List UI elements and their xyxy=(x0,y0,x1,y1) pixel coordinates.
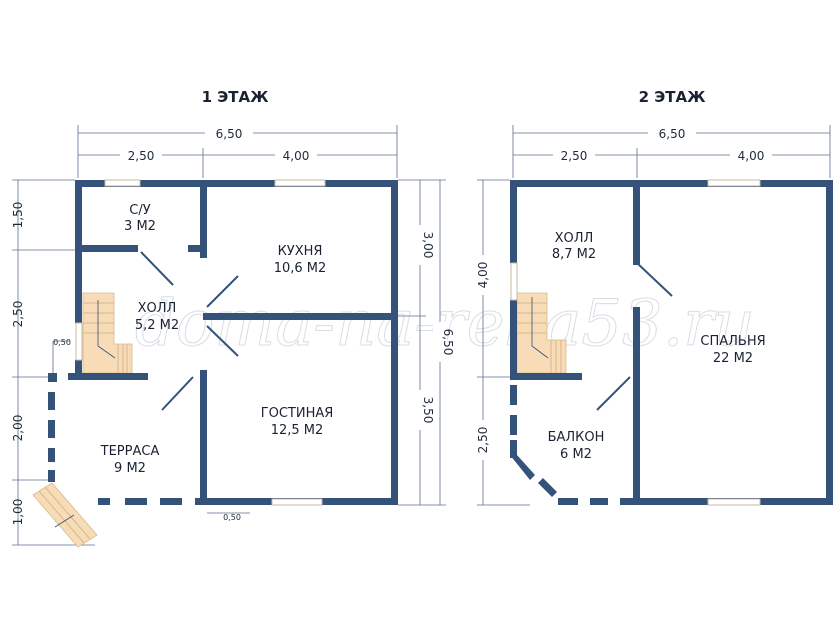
dim-left-4: 1,00 xyxy=(11,499,25,526)
floor-1-dimensions: 6,50 2,50 4,00 1,50 2,50 2,00 1,00 0,50 … xyxy=(11,125,455,546)
room-area: 12,5 М2 xyxy=(271,423,324,438)
room-hall-2: ХОЛЛ 8,7 М2 xyxy=(552,231,596,262)
room-area: 10,6 М2 xyxy=(274,261,327,276)
window xyxy=(510,262,518,301)
room-area: 8,7 М2 xyxy=(552,247,596,262)
room-hall: ХОЛЛ 5,2 М2 xyxy=(135,301,179,333)
floor-1-plan: 1 ЭТАЖ 6,50 2,50 4,00 1,50 2,50 2,00 1,0… xyxy=(11,88,455,548)
dim-left-1: 1,50 xyxy=(11,202,25,229)
room-area: 22 М2 xyxy=(713,351,753,366)
room-name: ТЕРРАСА xyxy=(100,444,160,459)
room-area: 9 М2 xyxy=(114,461,146,476)
room-kitchen: КУХНЯ 10,6 М2 xyxy=(274,244,327,276)
dim-left-2: 2,50 xyxy=(476,427,490,454)
dim-width-right: 4,00 xyxy=(738,149,765,163)
window xyxy=(104,179,141,187)
floor-1-stairs xyxy=(82,292,133,374)
room-balcony: БАЛКОН 6 М2 xyxy=(548,430,605,462)
room-area: 6 М2 xyxy=(560,447,592,462)
room-bedroom: СПАЛЬНЯ 22 М2 xyxy=(700,334,765,366)
dim-right-total: 6,50 xyxy=(441,329,455,356)
dim-left-2: 2,50 xyxy=(11,301,25,328)
dim-total-width: 6,50 xyxy=(216,127,243,141)
room-living: ГОСТИНАЯ 12,5 М2 xyxy=(261,406,334,438)
dim-left-1: 4,00 xyxy=(476,262,490,289)
room-area: 3 М2 xyxy=(124,219,156,234)
dim-total-width: 6,50 xyxy=(659,127,686,141)
dim-width-left: 2,50 xyxy=(561,149,588,163)
room-name: С/У xyxy=(129,203,150,218)
room-name: СПАЛЬНЯ xyxy=(700,334,765,349)
room-name: ХОЛЛ xyxy=(138,301,177,316)
floor-2-plan: 2 ЭТАЖ 6,50 2,50 4,00 4,00 2,50 xyxy=(476,88,833,506)
room-name: БАЛКОН xyxy=(548,430,605,445)
dim-right-1: 3,00 xyxy=(421,232,435,259)
room-bathroom: С/У 3 М2 xyxy=(124,203,156,234)
dim-offset-top: 0,50 xyxy=(53,338,71,347)
floor-2-dimensions: 6,50 2,50 4,00 4,00 2,50 xyxy=(476,125,831,506)
window xyxy=(75,322,83,361)
dim-offset-bottom: 0,50 xyxy=(223,513,241,522)
room-area: 5,2 М2 xyxy=(135,318,179,333)
window xyxy=(707,179,761,187)
window xyxy=(271,498,323,506)
room-name: ГОСТИНАЯ xyxy=(261,406,334,421)
room-name: КУХНЯ xyxy=(278,244,323,259)
floor-2-title: 2 ЭТАЖ xyxy=(639,88,707,106)
terrace-stairs xyxy=(32,482,98,548)
floor-2-doors xyxy=(596,262,673,411)
floor-1-doors xyxy=(140,251,239,411)
room-name: ХОЛЛ xyxy=(555,231,594,246)
dim-width-right: 4,00 xyxy=(283,149,310,163)
window xyxy=(274,179,326,187)
room-terrace: ТЕРРАСА 9 М2 xyxy=(100,444,160,476)
window xyxy=(707,498,761,506)
dim-width-left: 2,50 xyxy=(128,149,155,163)
dim-right-2: 3,50 xyxy=(421,397,435,424)
floor-1-title: 1 ЭТАЖ xyxy=(202,88,270,106)
dim-left-3: 2,00 xyxy=(11,415,25,442)
